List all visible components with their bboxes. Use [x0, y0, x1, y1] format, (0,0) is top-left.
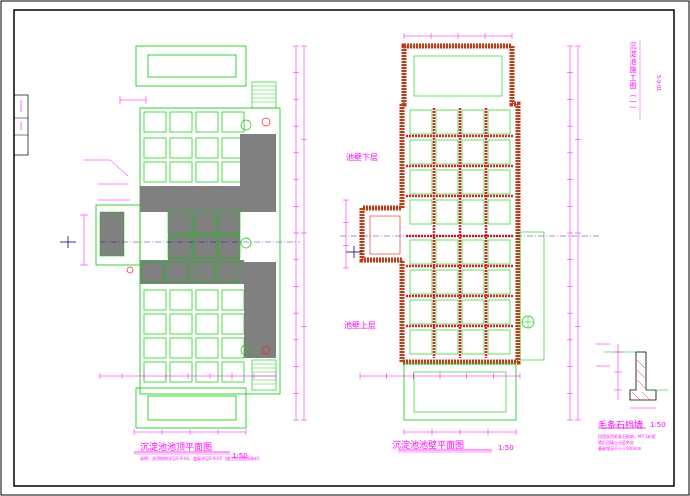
tank-cell — [461, 109, 485, 135]
left-plan-note: 说明：池顶结构详见S-9-04，盖板详见S-9-05（施工时见图纸核对） — [140, 456, 263, 461]
sheet-code: S-9-01 — [655, 75, 661, 92]
tank-cell — [461, 139, 485, 165]
roof-panel — [143, 313, 167, 335]
roof-panel — [195, 289, 219, 311]
detail-scale: 1:50 — [650, 421, 666, 429]
roof-panel — [143, 137, 167, 159]
tank-cell — [487, 169, 511, 195]
retaining-wall-detail — [596, 343, 668, 429]
tank-cell — [435, 239, 459, 265]
sheet-series-title: 沉淀池施工图（一） — [629, 42, 637, 114]
left-plan-scale: 1:50 — [232, 452, 248, 460]
middle-plan-title: 沉淀池池壁平面图 — [392, 441, 465, 451]
tank-cell — [461, 199, 485, 225]
roof-panel — [195, 337, 219, 359]
roof-panel — [143, 361, 167, 383]
roof-panel — [169, 361, 193, 383]
roof-panel — [221, 111, 245, 133]
tank-cell — [435, 139, 459, 165]
tank-cell — [409, 269, 433, 295]
tank-cell — [409, 109, 433, 135]
tank-cell — [409, 239, 433, 265]
roof-panel — [195, 111, 219, 133]
detail-note-2: 墙后回填土分层夯实 — [598, 440, 634, 445]
roof-panel — [143, 161, 167, 183]
roof-panel — [221, 289, 245, 311]
tank-cell — [409, 299, 433, 325]
roof-panel — [195, 161, 219, 183]
tank-cell — [435, 269, 459, 295]
tank-cell — [435, 199, 459, 225]
tank-cell — [487, 109, 511, 135]
roof-panel — [169, 313, 193, 335]
roof-panel — [221, 337, 245, 359]
tank-cell — [487, 239, 511, 265]
tank-cell — [409, 139, 433, 165]
roof-panel — [169, 289, 193, 311]
left-plan-roof — [60, 45, 307, 455]
tank-cell — [409, 169, 433, 195]
roof-panel — [169, 161, 193, 183]
left-plan-title: 沉淀池池顶平面图 — [140, 443, 213, 453]
roof-panel — [169, 137, 193, 159]
tank-cell — [487, 269, 511, 295]
roof-panel — [169, 111, 193, 133]
roof-panel — [143, 337, 167, 359]
roof-panel — [143, 289, 167, 311]
tank-cell — [435, 299, 459, 325]
tank-cell — [487, 329, 511, 355]
roof-panel — [195, 137, 219, 159]
middle-plan-walls — [340, 33, 600, 453]
upper-wall-label: 池壁上层 — [344, 321, 376, 330]
tank-cell — [487, 299, 511, 325]
tank-cell — [461, 239, 485, 265]
sheet-inner-frame — [13, 9, 675, 487]
roof-panel — [221, 361, 245, 383]
lower-wall-label: 池壁下层 — [346, 153, 378, 162]
roof-panel — [195, 313, 219, 335]
tank-cell — [435, 329, 459, 355]
tank-cell — [487, 199, 511, 225]
roof-panel — [221, 313, 245, 335]
tank-cell — [461, 169, 485, 195]
tank-cell — [461, 299, 485, 325]
tank-cell — [461, 269, 485, 295]
tank-cell — [461, 329, 485, 355]
binding-strip — [13, 94, 29, 156]
detail-title: 毛条石挡墙 — [598, 421, 644, 431]
tank-cell — [409, 199, 433, 225]
roof-panel — [195, 361, 219, 383]
middle-plan-scale: 1:50 — [498, 444, 514, 452]
detail-note-1: 挡墙采用毛条石砌筑，M7.5砂浆 — [598, 434, 656, 439]
roof-panel — [143, 111, 167, 133]
tank-cell — [487, 139, 511, 165]
detail-note-3: 基础埋深不小于500mm — [598, 446, 642, 451]
tank-cell — [409, 329, 433, 355]
tank-cell — [435, 169, 459, 195]
tank-cell — [435, 109, 459, 135]
roof-panel — [169, 337, 193, 359]
